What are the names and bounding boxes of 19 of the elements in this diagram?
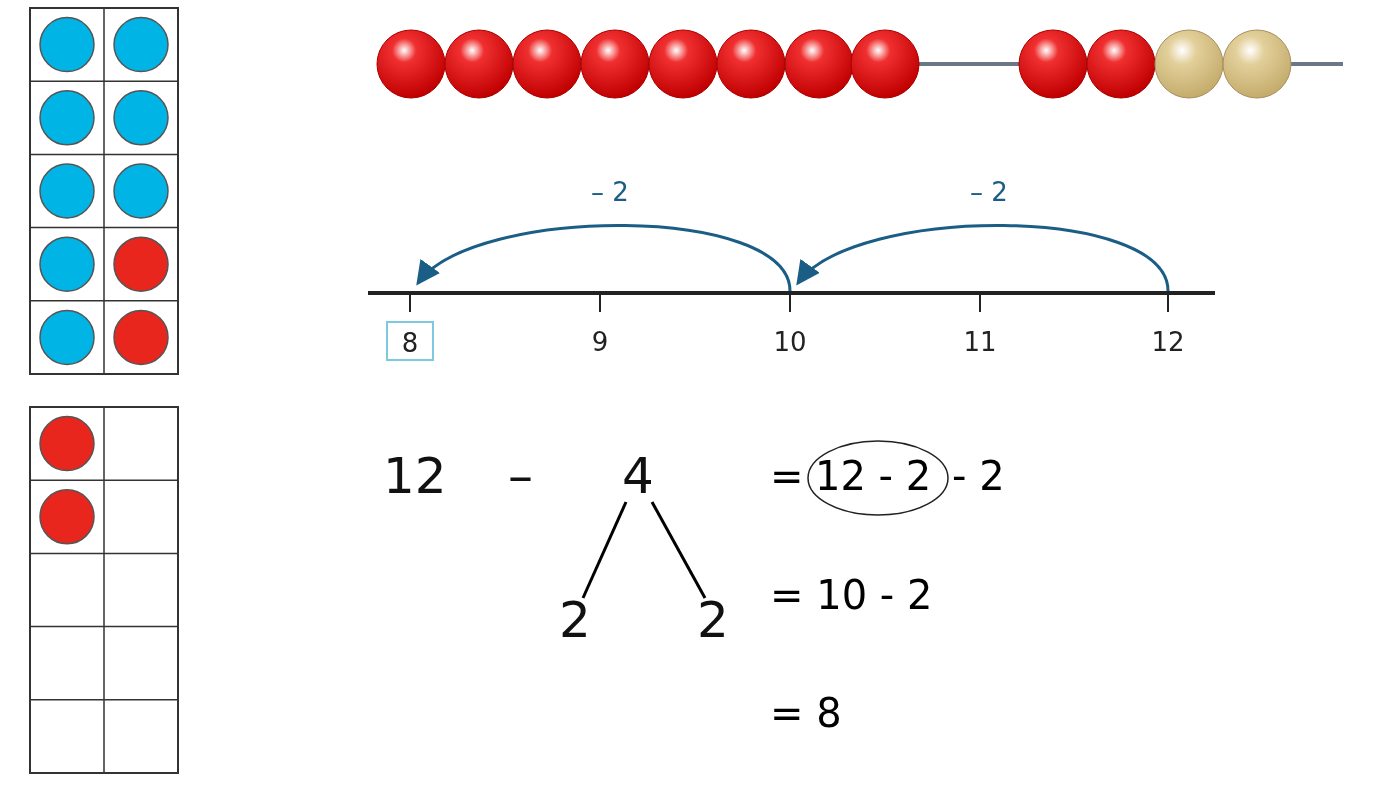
branch-line bbox=[650, 501, 707, 599]
branch-line bbox=[581, 501, 628, 599]
number: 4 bbox=[615, 448, 661, 504]
jump-arrow bbox=[795, 224, 1170, 292]
equation: = 8 bbox=[770, 690, 842, 736]
tick-label: 9 bbox=[590, 327, 610, 357]
tick-label: 10 bbox=[772, 327, 808, 357]
equals-sign: = bbox=[770, 453, 804, 499]
jump-arrow bbox=[415, 224, 792, 292]
expression: - 2 bbox=[952, 453, 1005, 499]
expression: 12 - 2 bbox=[815, 453, 932, 499]
minus-sign: – bbox=[508, 448, 533, 504]
tick-label: 11 bbox=[962, 327, 998, 357]
tick-label: 12 bbox=[1150, 327, 1186, 357]
answer-box: 8 bbox=[386, 321, 434, 361]
equation: = 10 - 2 bbox=[770, 572, 933, 618]
number: 2 bbox=[552, 592, 598, 648]
number: 12 bbox=[383, 448, 447, 504]
number: 2 bbox=[690, 592, 736, 648]
